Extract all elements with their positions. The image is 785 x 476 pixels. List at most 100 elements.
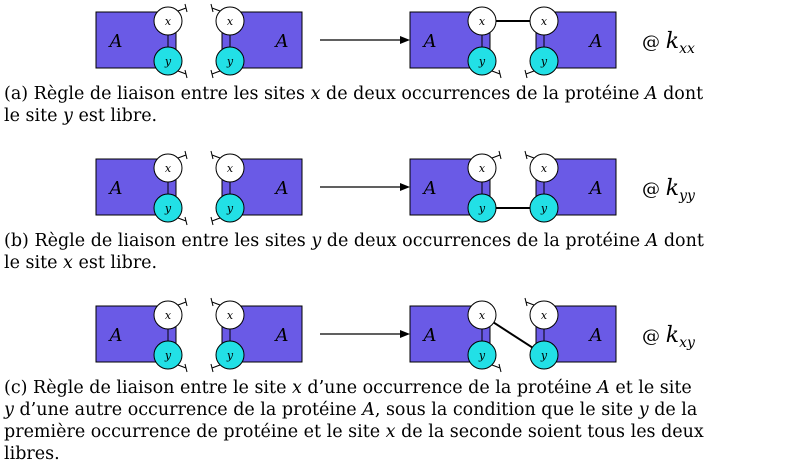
protein-A-label: A [588, 325, 603, 346]
free-site-y-stub [491, 364, 501, 369]
caption-a-var: A [644, 84, 658, 104]
rate-constant: k [666, 323, 679, 348]
free-site-x-tick [210, 297, 214, 307]
free-site-x-tick [210, 3, 214, 13]
site-y-label: y [164, 349, 172, 362]
site-x-circle [215, 6, 245, 36]
free-site-x-stub [525, 154, 535, 159]
caption-b-var: A [645, 231, 659, 251]
free-site-x-tick [498, 150, 502, 160]
caption-b-text: Règle de liaison entre les sites [34, 231, 312, 251]
site-y-label: y [164, 55, 172, 68]
caption-c-var: x [385, 422, 396, 442]
site-y-circle [215, 193, 245, 223]
caption-a-tag: (a) [4, 84, 29, 104]
free-site-y-stub [211, 364, 221, 369]
free-site-y-stub [177, 217, 187, 222]
rate-subscript: xy [679, 335, 696, 351]
site-y-label: y [540, 55, 548, 68]
caption-a-text: dont [657, 84, 704, 104]
free-site-x-stub [211, 154, 221, 159]
caption-c-text: de la seconde soient tous les deux [395, 422, 704, 442]
free-site-x-stub [211, 301, 221, 306]
caption-c-text: , sous la condition que le site [374, 400, 639, 420]
free-site-y-tick [498, 363, 502, 373]
caption-c-text: libres. [4, 444, 60, 464]
site-x-label: x [165, 15, 172, 28]
site-y-circle [529, 340, 559, 370]
caption-a-text: le site [4, 106, 64, 126]
free-site-y-stub [491, 70, 501, 75]
site-y-label: y [478, 349, 486, 362]
free-site-x-tick [524, 150, 528, 160]
free-site-y-stub [211, 217, 221, 222]
rate-constant: k [666, 176, 679, 201]
site-y-circle [467, 46, 497, 76]
site-x-circle [529, 153, 559, 183]
free-site-x-stub [177, 7, 187, 12]
free-site-x-stub [491, 154, 501, 159]
site-y-label: y [478, 202, 486, 215]
site-x-label: x [227, 15, 234, 28]
site-y-circle [467, 340, 497, 370]
caption-c-text: d’une autre occurrence de la protéine [13, 400, 363, 420]
reaction-arrow-head [400, 330, 410, 338]
free-site-x-tick [184, 297, 188, 307]
free-site-x-stub [177, 154, 187, 159]
free-site-x-tick [184, 150, 188, 160]
free-site-y-tick [184, 69, 188, 79]
protein-A-label: A [422, 325, 437, 346]
caption-b-tag: (b) [4, 231, 29, 251]
rule-b-caption: (b) Règle de liaison entre les sites y d… [4, 230, 780, 274]
rate-subscript: yy [678, 188, 696, 204]
caption-c-var: y [638, 400, 649, 420]
free-site-x-stub [177, 301, 187, 306]
protein-A-label: A [274, 31, 289, 52]
caption-b-var: x [63, 253, 73, 273]
caption-b-text: le site [4, 253, 64, 273]
caption-c-text: de la [648, 400, 698, 420]
protein-A-label: A [422, 31, 437, 52]
site-x-label: x [479, 162, 486, 175]
site-y-label: y [164, 202, 172, 215]
caption-c-text: d’une occurrence de la protéine [301, 378, 598, 398]
protein-A-label: A [588, 31, 603, 52]
rate-at-sign: @ [642, 326, 666, 347]
site-x-circle [153, 300, 183, 330]
free-site-y-stub [177, 70, 187, 75]
rate-constant: k [666, 29, 679, 54]
caption-a-var: y [63, 106, 73, 126]
rate-label: @ kxx [642, 29, 695, 57]
site-x-circle [529, 300, 559, 330]
protein-A-label: A [422, 178, 437, 199]
caption-b-text: de deux occurrences de la protéine [321, 231, 646, 251]
rule-c-caption: (c) Règle de liaison entre le site x d’u… [4, 377, 780, 465]
site-y-circle [215, 46, 245, 76]
caption-c-text: première occurrence de protéine et le si… [4, 422, 386, 442]
caption-b-var: y [311, 231, 322, 251]
site-x-circle [467, 300, 497, 330]
reaction-arrow-head [400, 36, 410, 44]
free-site-y-stub [177, 364, 187, 369]
protein-A-label: A [588, 178, 603, 199]
free-site-x-tick [524, 297, 528, 307]
free-site-y-tick [498, 69, 502, 79]
site-y-label: y [226, 202, 234, 215]
rate-label: @ kxy [642, 323, 696, 351]
free-site-y-tick [184, 216, 188, 226]
site-y-circle [153, 340, 183, 370]
caption-c-text: Règle de liaison entre le site [33, 378, 292, 398]
rate-at-sign: @ [642, 32, 666, 53]
caption-c-var: A [597, 378, 610, 398]
caption-c-var: A [362, 400, 375, 420]
site-x-label: x [541, 162, 548, 175]
site-x-label: x [227, 309, 234, 322]
caption-c-var: x [291, 378, 302, 398]
site-x-label: x [227, 162, 234, 175]
site-y-circle [153, 46, 183, 76]
site-x-circle [215, 153, 245, 183]
